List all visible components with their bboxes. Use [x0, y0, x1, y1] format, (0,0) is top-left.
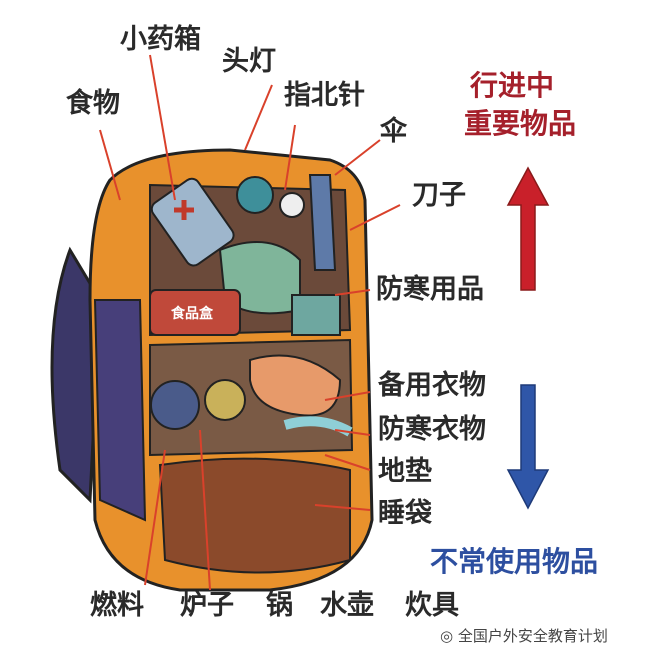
label-food: 食物 [66, 88, 120, 119]
label-knife: 刀子 [412, 180, 466, 211]
watermark: ◎ 全国户外安全教育计划 [440, 627, 608, 645]
food-box-text: 食品盒 [171, 305, 214, 322]
label-stove: 炉子 [180, 590, 234, 621]
watermark-text: 全国户外安全教育计划 [457, 627, 608, 645]
label-headlamp: 头灯 [222, 46, 276, 77]
rare-heading: 不常使用物品 [430, 545, 599, 578]
label-sleeping-bag: 睡袋 [378, 498, 432, 529]
label-compass: 指北针 [284, 80, 365, 111]
label-spare-clothes: 备用衣物 [378, 370, 486, 401]
label-fuel: 燃料 [90, 590, 144, 621]
label-cookware: 炊具 [405, 590, 459, 621]
important-heading-line2: 重要物品 [464, 107, 577, 140]
important-heading-line1: 行进中 [470, 69, 555, 102]
wechat-icon: ◎ [440, 627, 458, 645]
label-cold-gear: 防寒用品 [376, 274, 484, 305]
label-umbrella: 伞 [380, 116, 407, 147]
label-sleeping-pad: 地垫 [378, 456, 432, 487]
label-kettle: 水壶 [320, 590, 374, 621]
label-pot: 锅 [266, 590, 293, 621]
label-warm-clothes: 防寒衣物 [378, 414, 486, 445]
label-first-aid-kit: 小药箱 [120, 24, 201, 55]
